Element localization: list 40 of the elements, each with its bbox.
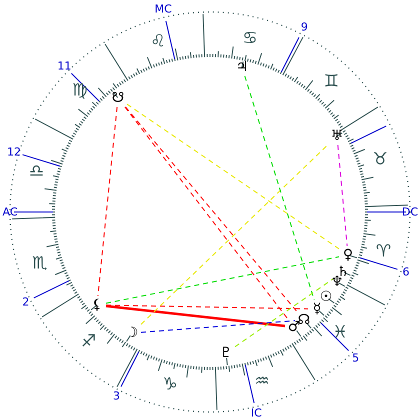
aspect-line: [234, 278, 334, 348]
zodiac-sign-symbol: ♎: [28, 163, 44, 180]
aspect-line: [106, 304, 308, 310]
planet-symbol: ⚸: [89, 297, 105, 313]
zodiac-sign-symbol: ♑: [162, 376, 178, 394]
house-number: 5: [352, 352, 360, 364]
house-number: 12: [6, 146, 21, 158]
zodiac-sign-symbol: ♋: [242, 30, 258, 48]
house-number: 3: [112, 390, 120, 402]
house-number: 9: [300, 21, 308, 32]
house-number: 6: [402, 266, 410, 278]
zodiac-sign-symbol: ♏: [32, 256, 48, 273]
planet-symbol: ♀: [340, 247, 356, 263]
planet-symbol: ☿: [309, 301, 325, 317]
aspect-line: [126, 104, 340, 250]
house-number: AC: [2, 206, 18, 218]
zodiac-sign-symbol: ♌: [150, 33, 166, 50]
aspect-line: [106, 304, 286, 328]
planet-symbol: ♃: [234, 59, 250, 75]
house-number: IC: [250, 407, 262, 418]
zodiac-sign-symbol: ♐: [80, 334, 96, 351]
aspect-line: [244, 76, 315, 300]
aspect-line: [97, 106, 118, 296]
planet-symbol: ♇: [218, 345, 234, 361]
zodiac-sign-symbol: ♒: [254, 374, 270, 391]
planet-symbol: ☋: [110, 90, 126, 106]
zodiac-sign-symbol: ♈: [376, 244, 392, 261]
house-number: 11: [57, 60, 72, 72]
aspect-line: [337, 144, 348, 246]
aspect-line: [140, 320, 296, 333]
house-number: DC: [402, 206, 418, 218]
planet-symbol: ☽: [124, 325, 140, 341]
aspect-line: [106, 256, 340, 304]
zodiac-sign-symbol: ♉: [372, 151, 388, 168]
zodiac-sign-symbol: ♓: [332, 324, 348, 342]
zodiac-sign-symbol: ♊: [324, 73, 340, 90]
house-number: MC: [154, 4, 172, 15]
aspect-line: [140, 144, 328, 325]
house-number: 2: [22, 296, 30, 308]
zodiac-sign-symbol: ♍: [72, 82, 88, 100]
